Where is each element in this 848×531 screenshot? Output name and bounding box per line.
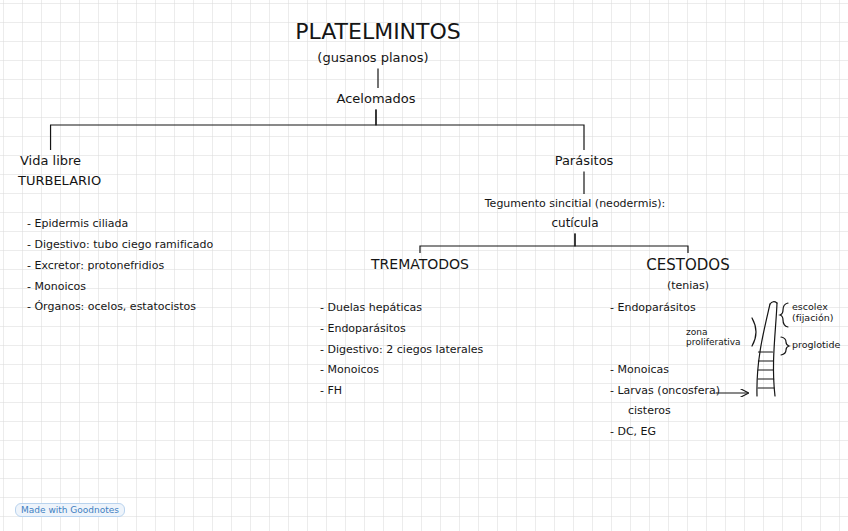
node-heading: Parásitos [555, 153, 614, 169]
scolex-brace [780, 303, 788, 327]
node-text: - Monoicos [27, 280, 86, 293]
node-text: - Monoicas [610, 363, 669, 376]
node-text: (tenias) [667, 279, 709, 292]
node-text: - DC, EG [610, 425, 656, 438]
node-text: - Órganos: ocelos, estatocistos [27, 300, 196, 313]
branch-block: Vida libreTURBELARIO - Epidermis ciliada -… [15, 150, 216, 316]
root-heading: PLATELMINTOS (gusanos planos) [292, 16, 464, 69]
feature-heading: Tegumento sincitial (neodermis): cutícula [482, 194, 668, 233]
scolex-tip [770, 302, 777, 304]
tree-connector [575, 233, 688, 253]
segment-line [758, 378, 774, 379]
node-text: cutícula [551, 216, 598, 230]
body-outline [773, 303, 777, 396]
segment-line [758, 387, 774, 388]
node-text: - Digestivo: tubo ciego ramificado [27, 238, 213, 251]
body-outline [757, 304, 770, 396]
node-text: TURBELARIO [18, 173, 101, 189]
proglottid-brace [781, 337, 789, 355]
segment-line [758, 360, 773, 361]
node-text: - Epidermis ciliada [27, 217, 128, 230]
node-text: - Monoicos [320, 363, 379, 376]
part-label: proglotide [792, 340, 848, 351]
node-heading: Acelomados [337, 91, 416, 107]
watermark: Made with Goodnotes [15, 503, 125, 517]
segment-line [758, 369, 773, 370]
node-heading: PLATELMINTOS [295, 19, 461, 45]
node-text: - Duelas hepáticas [320, 301, 422, 314]
segment-line [759, 351, 773, 352]
larva-arrow [716, 392, 748, 393]
tree-connector [377, 69, 378, 88]
node-text: cisteros [628, 404, 671, 417]
node-heading: Tegumento sincitial (neodermis): [485, 197, 665, 210]
class-block: TREMATODOS - Duelas hepáticas - Endoparási… [317, 253, 486, 400]
region-label: zona proliferativa [686, 327, 748, 348]
node-heading: Vida libre [20, 153, 81, 169]
node-text: - Excretor: protonefridios [27, 259, 164, 272]
zone-bracket [752, 318, 756, 346]
node-text: - FH [320, 384, 342, 397]
proglottid-segments [758, 352, 774, 388]
group-heading: Acelomados [334, 88, 419, 110]
node-text: - Endoparásitos [320, 322, 406, 335]
node-heading: CESTODOS [646, 256, 729, 274]
branch-heading: Parásitos [552, 150, 617, 172]
part-label: escolex (fijación) [792, 302, 844, 324]
tree-connector [583, 172, 584, 194]
node-text: (gusanos planos) [317, 50, 428, 66]
tree-connector [51, 110, 376, 150]
node-text: - Endoparásitos [610, 301, 696, 314]
node-text: - Larvas (oncosfera) [610, 384, 720, 397]
tree-connector [420, 233, 575, 253]
node-heading: TREMATODOS [371, 256, 469, 273]
node-text: - Digestivo: 2 ciegos laterales [320, 343, 483, 356]
tree-connector [376, 110, 584, 150]
